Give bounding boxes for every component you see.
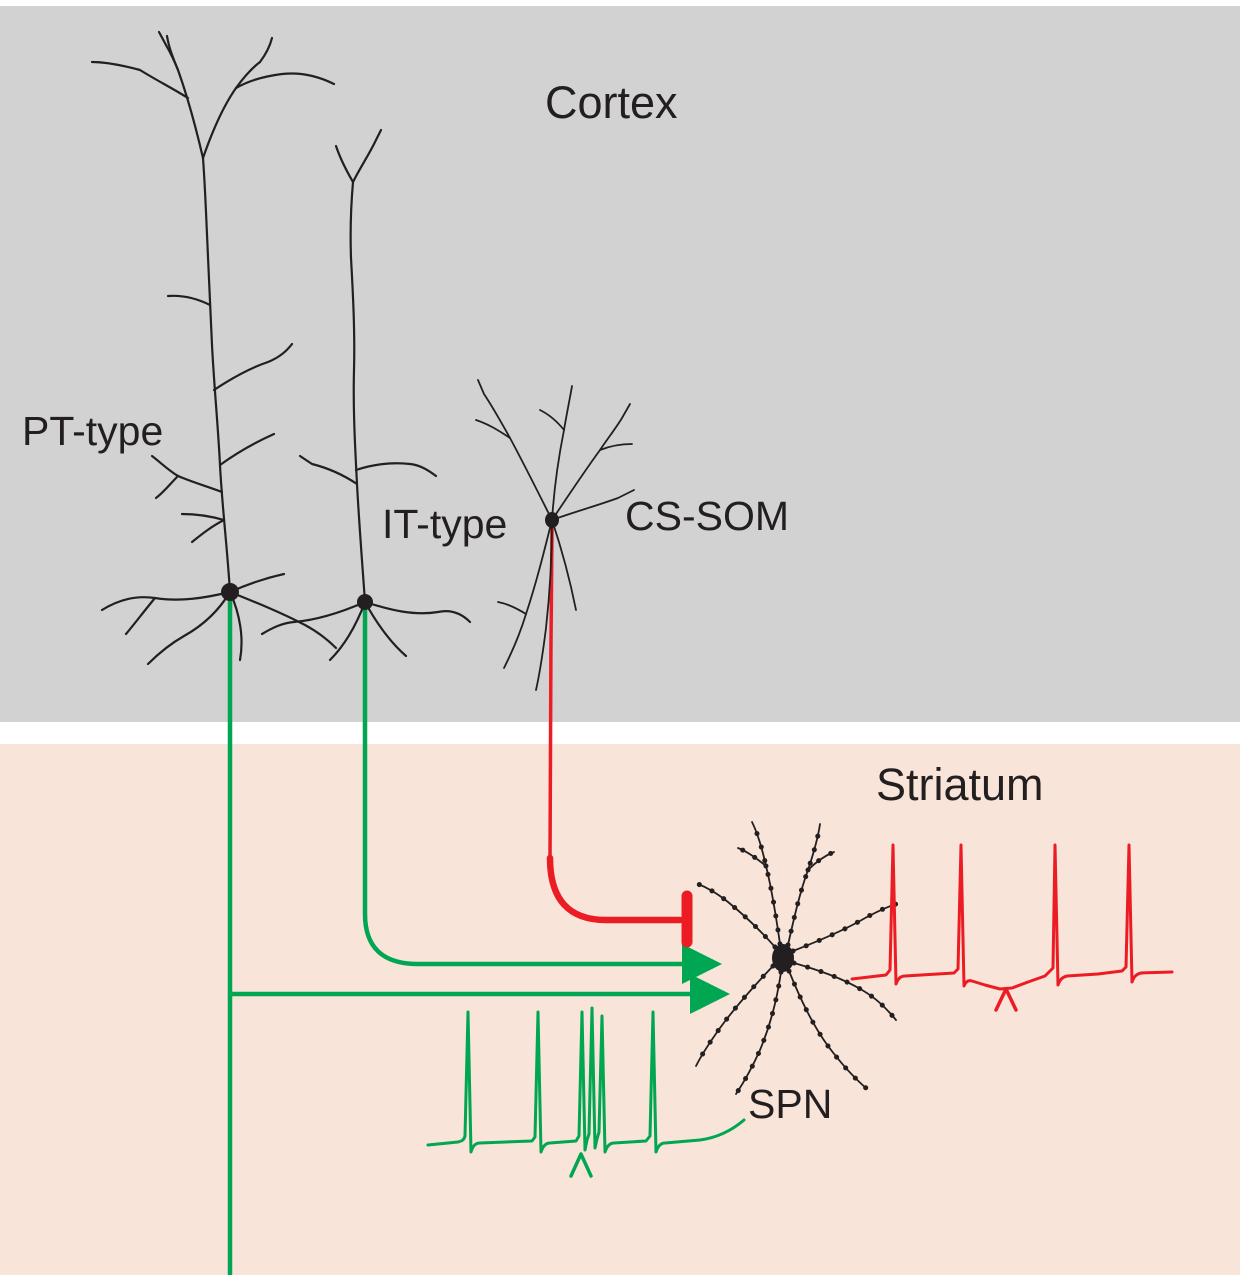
dendrite xyxy=(90,60,190,100)
apical-dendrite xyxy=(201,156,232,594)
cortex-region xyxy=(0,6,1240,722)
dendrite xyxy=(697,883,776,948)
dendrite xyxy=(154,474,180,500)
dendrite xyxy=(334,144,355,184)
pt-label: PT-type xyxy=(22,408,163,454)
basal-dendrite xyxy=(363,600,472,624)
cssom-axon xyxy=(546,526,693,948)
dendrite xyxy=(551,489,635,521)
striatum-label: Striatum xyxy=(876,759,1044,810)
dendrite xyxy=(190,518,226,544)
spine-dots xyxy=(805,849,837,873)
spine-dots xyxy=(693,963,776,1069)
spn-dendrites xyxy=(693,819,899,1097)
dendrite xyxy=(234,72,336,90)
axon-path xyxy=(362,607,687,967)
axon-path xyxy=(548,526,554,862)
dendrite xyxy=(351,128,383,184)
dendrite xyxy=(497,601,527,615)
pt-axon xyxy=(227,597,730,1275)
striatum-region xyxy=(0,744,1240,1275)
spine-dots xyxy=(735,845,769,869)
spine-dots xyxy=(785,821,823,948)
dendrite xyxy=(165,34,180,72)
it-soma xyxy=(357,594,373,610)
trace-path xyxy=(426,1006,746,1154)
dendrite xyxy=(735,971,782,1095)
spine-dots xyxy=(749,819,783,947)
spn-inhibited-trace xyxy=(850,843,1174,1012)
dendrite xyxy=(535,519,553,691)
basal-dendrite xyxy=(260,600,367,636)
pt-neuron xyxy=(90,30,338,666)
cortex-label: Cortex xyxy=(545,77,678,128)
dendrite xyxy=(793,962,897,1021)
it-axon xyxy=(362,607,722,984)
spine-dots xyxy=(790,901,899,954)
trace-path xyxy=(850,843,1174,991)
dendrite xyxy=(166,294,212,307)
excitatory-arrowhead xyxy=(690,974,730,1014)
it-neuron xyxy=(260,128,472,662)
basal-dendrite xyxy=(124,596,157,636)
cssom-soma xyxy=(545,512,559,528)
axon-path xyxy=(546,854,684,924)
basal-dendrite xyxy=(228,590,338,650)
cssom-label: CS-SOM xyxy=(625,493,789,539)
dendrite xyxy=(354,462,438,478)
dendrite xyxy=(599,443,633,451)
dendrite xyxy=(258,36,274,64)
dendrite xyxy=(218,432,276,467)
excitatory-arrowhead xyxy=(682,944,722,984)
dendrite xyxy=(298,454,359,486)
stimulus-arrow xyxy=(569,1152,593,1178)
stimulus-arrow xyxy=(994,987,1018,1012)
dendrite xyxy=(150,454,180,478)
pt-soma xyxy=(221,583,239,601)
dendrite xyxy=(212,342,294,392)
basal-dendrite xyxy=(146,590,232,666)
dendrite xyxy=(157,30,168,47)
spine-dots xyxy=(786,968,869,1091)
spn-excited-trace xyxy=(426,1006,746,1178)
dendrite xyxy=(475,419,511,439)
dendrite xyxy=(551,519,577,611)
spn-neuron xyxy=(693,819,899,1097)
dendrite xyxy=(539,409,565,431)
spn-soma xyxy=(772,944,794,972)
spn-label: SPN xyxy=(748,1081,832,1127)
dendrite xyxy=(176,474,224,494)
cssom-neuron xyxy=(475,379,635,691)
dendrite xyxy=(180,512,226,522)
it-label: IT-type xyxy=(382,501,507,547)
apical-dendrite xyxy=(349,180,367,604)
